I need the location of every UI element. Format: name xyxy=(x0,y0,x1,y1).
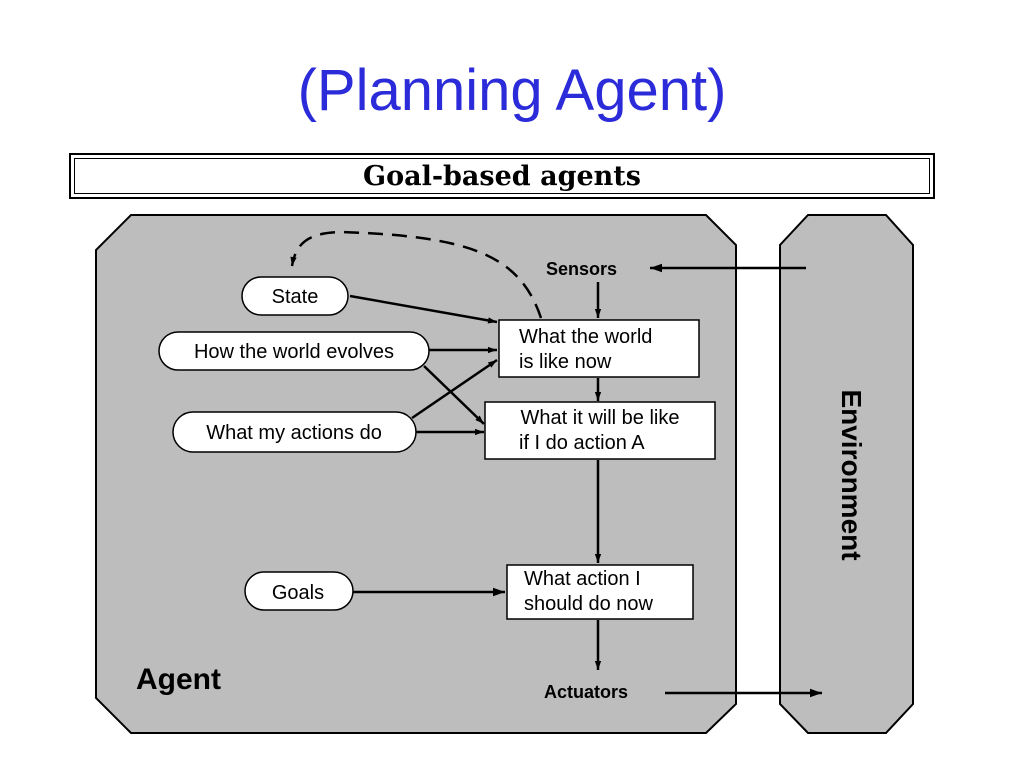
action-label-1: What action I xyxy=(524,568,641,590)
world-evolves-label: How the world evolves xyxy=(194,341,394,363)
environment-label: Environment xyxy=(836,389,867,560)
arrow-evolves-to-will-be xyxy=(423,365,485,425)
arrow-actions-to-world-now xyxy=(411,358,498,420)
goals-label: Goals xyxy=(272,582,324,604)
arrow-state-to-world-now xyxy=(349,294,498,324)
world-now-box xyxy=(498,319,700,378)
agent-label: Agent xyxy=(136,663,221,696)
will-be-label-1: What it will be like xyxy=(521,407,680,429)
actuators-label: Actuators xyxy=(544,682,628,702)
banner-title: Goal-based agents xyxy=(74,158,930,194)
slide-title: (Planning Agent) xyxy=(297,58,727,123)
world-evolves-oval xyxy=(158,331,430,371)
diagram-banner: Goal-based agents xyxy=(69,153,935,199)
will-be-label-2: if I do action A xyxy=(519,432,645,454)
action-label-2: should do now xyxy=(524,593,654,615)
state-oval xyxy=(241,276,349,316)
action-box xyxy=(506,564,694,620)
dashed-feedback-arrow xyxy=(290,230,543,319)
goals-oval xyxy=(244,571,354,611)
actions-do-oval xyxy=(172,411,417,453)
will-be-box xyxy=(484,401,716,460)
actions-do-label: What my actions do xyxy=(206,422,382,444)
world-now-label-2: is like now xyxy=(519,351,612,373)
state-label: State xyxy=(272,286,319,308)
sensors-label: Sensors xyxy=(546,259,617,279)
world-now-label-1: What the world xyxy=(519,326,652,348)
agent-panel xyxy=(95,214,737,734)
environment-panel xyxy=(779,214,914,734)
